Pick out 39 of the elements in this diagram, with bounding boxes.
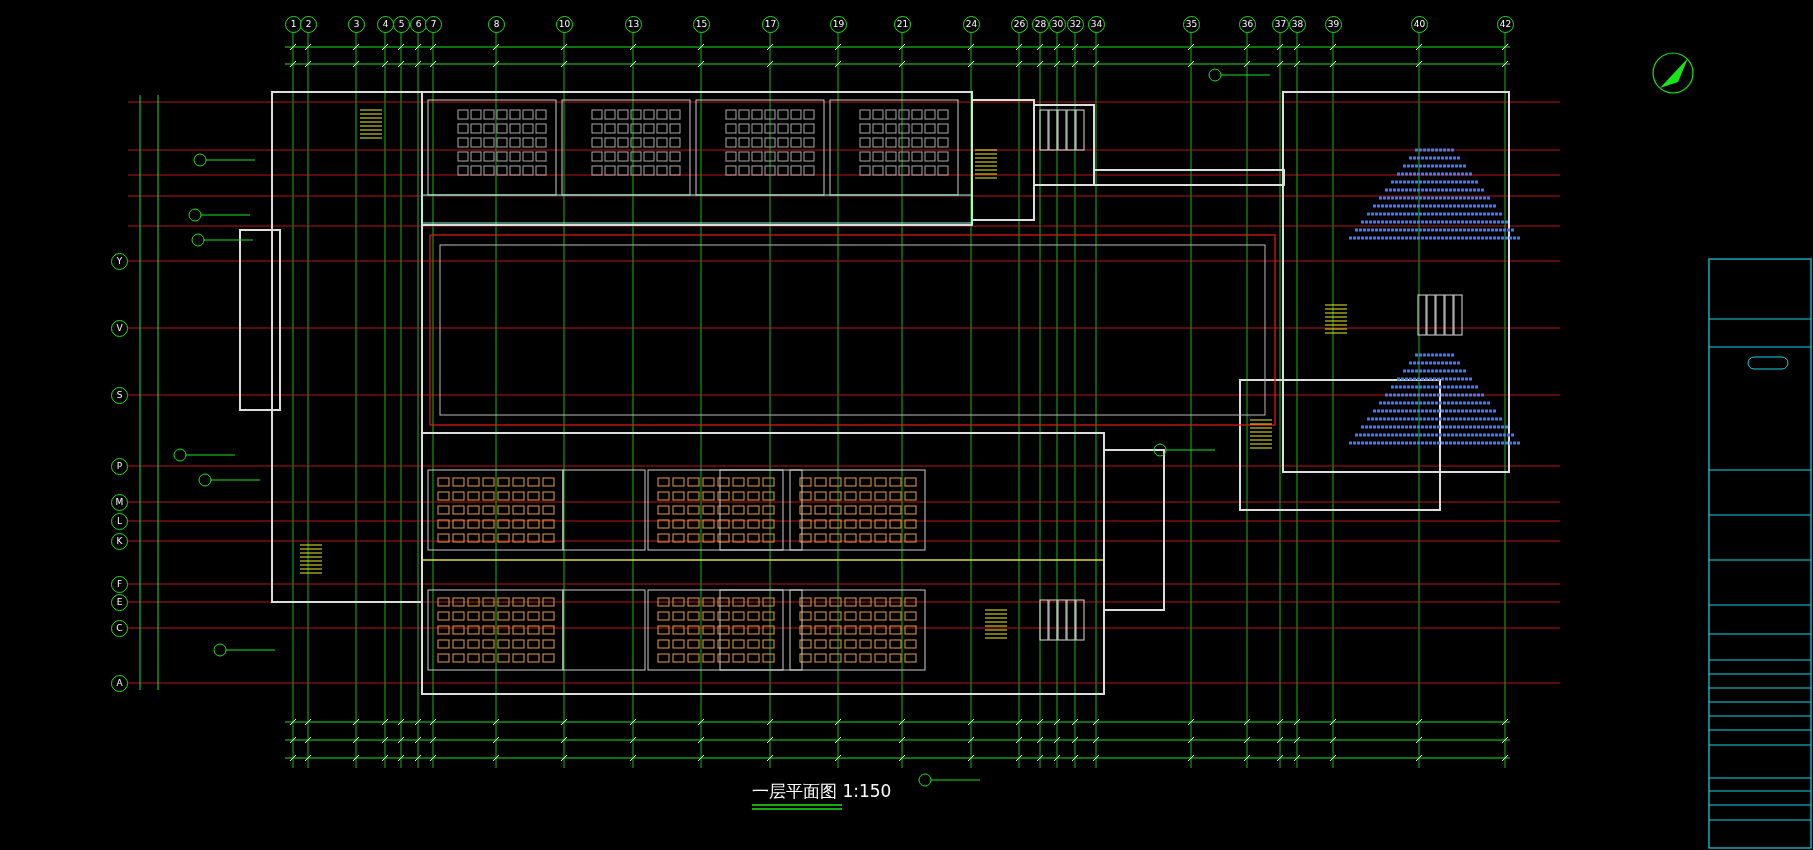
axis-bubble: 21 <box>894 16 911 33</box>
axis-bubble: 7 <box>425 16 442 33</box>
axis-bubble: 19 <box>830 16 847 33</box>
axis-bubble: 10 <box>556 16 573 33</box>
axis-bubble: M <box>111 494 128 511</box>
axis-bubble: C <box>111 620 128 637</box>
axis-bubble: 3 <box>348 16 365 33</box>
axis-bubble: 32 <box>1067 16 1084 33</box>
axis-bubble: 28 <box>1032 16 1049 33</box>
axis-bubble: 1 <box>285 16 302 33</box>
axis-bubble: 42 <box>1497 16 1514 33</box>
drawing-title: 一层平面图 1:150 <box>752 780 892 803</box>
axis-bubble: 17 <box>762 16 779 33</box>
axis-bubble: 24 <box>963 16 980 33</box>
axis-bubble: 5 <box>393 16 410 33</box>
axis-bubble: 38 <box>1289 16 1306 33</box>
axis-bubble: 2 <box>300 16 317 33</box>
axis-bubble: 15 <box>693 16 710 33</box>
axis-bubble: 39 <box>1325 16 1342 33</box>
axis-bubble: 36 <box>1239 16 1256 33</box>
axis-bubble: F <box>111 576 128 593</box>
axis-bubble: E <box>111 594 128 611</box>
axis-bubble: 4 <box>377 16 394 33</box>
axis-bubble: 13 <box>625 16 642 33</box>
axis-bubble: L <box>111 513 128 530</box>
axis-bubble: 35 <box>1183 16 1200 33</box>
axis-bubble: 34 <box>1088 16 1105 33</box>
axis-bubble: K <box>111 533 128 550</box>
axis-bubble: 30 <box>1049 16 1066 33</box>
axis-bubble: S <box>111 387 128 404</box>
axis-bubble: 26 <box>1011 16 1028 33</box>
axis-bubble: P <box>111 458 128 475</box>
axis-bubble: 6 <box>410 16 427 33</box>
axis-bubble: 8 <box>488 16 505 33</box>
axis-bubble: 37 <box>1272 16 1289 33</box>
axis-bubble: Y <box>111 253 128 270</box>
axis-bubble: V <box>111 320 128 337</box>
axis-bubble: A <box>111 675 128 692</box>
axis-bubble: 40 <box>1411 16 1428 33</box>
